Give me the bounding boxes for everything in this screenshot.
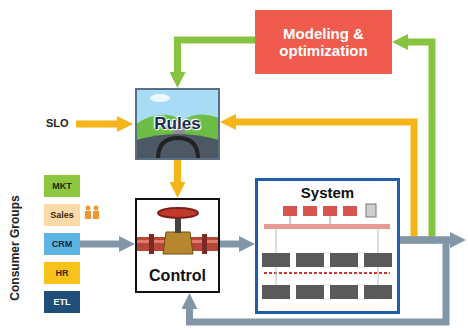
- connector-layer-part: [80, 40, 446, 322]
- system-rack-picture-part: [330, 253, 358, 267]
- system-output-arrow-part: [450, 232, 466, 248]
- system-rack-picture-part: [364, 285, 392, 299]
- control-valve-picture-part: [149, 234, 154, 254]
- control-valve-picture-part: [202, 234, 207, 254]
- rules-dashboard-picture: [136, 89, 219, 159]
- system-output-arrow-part: [400, 237, 452, 244]
- system-rack-picture-part: [343, 206, 357, 216]
- consumer-group-box: CRM: [44, 233, 80, 255]
- consumer-group-box: ETL: [44, 291, 80, 313]
- system-rack-picture-part: [276, 267, 277, 285]
- node-label: CRM: [52, 239, 73, 249]
- rules-dashboard-picture-part: [136, 89, 219, 159]
- person-icons-part: [85, 211, 91, 219]
- system-rack-picture-part: [264, 272, 390, 274]
- system-rack-picture-part: [366, 204, 376, 217]
- node-label: ETL: [54, 297, 71, 307]
- node-label: Rules: [154, 114, 200, 134]
- node-label: Modeling & optimization: [259, 25, 388, 60]
- flow-arrow: [174, 160, 181, 186]
- group-heading: Consumer Groups: [8, 195, 22, 300]
- control-valve-picture-part: [158, 208, 198, 218]
- system-rack-picture-part: [283, 206, 297, 216]
- system-rack-picture-part: [276, 229, 277, 253]
- system-rack-picture-part: [378, 267, 379, 285]
- system-rack-picture-part: [262, 253, 290, 267]
- node-label: HR: [56, 268, 69, 278]
- rules-dashboard-picture-part: [158, 138, 198, 159]
- slo-arrow: [76, 116, 133, 132]
- person-icons-part: [86, 206, 91, 211]
- consumer-group-box: HR: [44, 262, 80, 284]
- system-rack-picture-part: [290, 216, 291, 224]
- person-icons: [85, 206, 99, 220]
- modeling-box: Modeling & optimization: [255, 10, 392, 74]
- flow-arrow: [220, 241, 243, 248]
- person-icons-part: [93, 211, 99, 219]
- system-rack-picture-part: [378, 229, 379, 253]
- system-rack-picture-part: [330, 285, 358, 299]
- node-label: MKT: [52, 181, 72, 191]
- control-valve-picture-part: [163, 232, 193, 254]
- system-rack-picture-part: [296, 253, 324, 267]
- flow-arrow: [232, 122, 414, 240]
- system-rack-picture-part: [364, 253, 392, 267]
- system-rack-picture-part: [264, 224, 390, 229]
- flow-arrow: [190, 240, 447, 322]
- control-valve-picture-part: [135, 198, 220, 293]
- node-label: System: [301, 184, 354, 201]
- flow-arrow: [178, 40, 256, 76]
- person-icons-part: [94, 206, 99, 211]
- input-label: SLO: [46, 117, 69, 129]
- consumer-group-box: MKT: [44, 175, 80, 197]
- control-valve-picture: [135, 198, 220, 293]
- rules-dashboard-picture-part: [150, 94, 170, 102]
- rules-box: Rules: [135, 88, 220, 160]
- node-label: Sales: [50, 210, 74, 220]
- system-rack-picture-part: [303, 206, 317, 216]
- system-rack-picture-part: [296, 285, 324, 299]
- system-rack-picture-part: [330, 216, 331, 224]
- consumer-group-box: Sales: [44, 204, 80, 226]
- slo-arrow-part: [76, 121, 121, 128]
- system-output-arrow: [400, 232, 466, 248]
- control-box: Control: [135, 198, 220, 293]
- slo-arrow-part: [117, 116, 133, 132]
- system-box: System: [255, 178, 400, 314]
- system-rack-picture-part: [262, 285, 290, 299]
- system-rack-picture-part: [323, 206, 337, 216]
- system-rack-picture: [262, 204, 392, 299]
- flow-arrow: [80, 241, 123, 248]
- rules-dashboard-picture-part: [136, 134, 219, 159]
- node-label: Control: [149, 267, 206, 285]
